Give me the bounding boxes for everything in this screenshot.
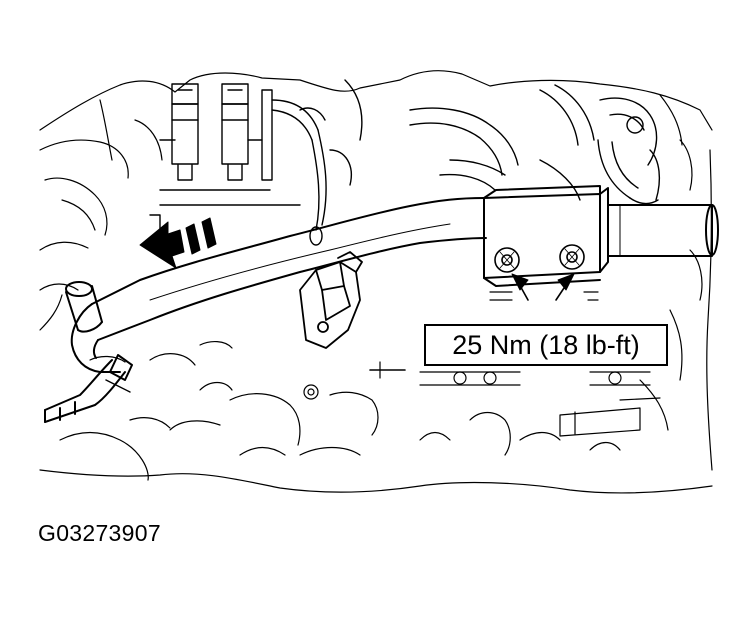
tube-bracket (299, 251, 363, 349)
pointer-head-right (557, 273, 575, 291)
callout-detail-lines (369, 291, 661, 437)
coolant-tube (44, 197, 487, 423)
arrow-left-icon (139, 217, 217, 269)
pointer-head-left (511, 273, 529, 291)
injector-block (149, 79, 363, 251)
torque-callout-label: 25 Nm (18 lb-ft) (424, 324, 668, 366)
bolt-icon (494, 247, 520, 273)
bolt-icon (559, 244, 585, 270)
tube-flange (483, 185, 719, 287)
figure-id-label: G03273907 (38, 520, 161, 546)
engine-background-lines (39, 70, 713, 494)
upper-right-hoses (409, 84, 661, 205)
